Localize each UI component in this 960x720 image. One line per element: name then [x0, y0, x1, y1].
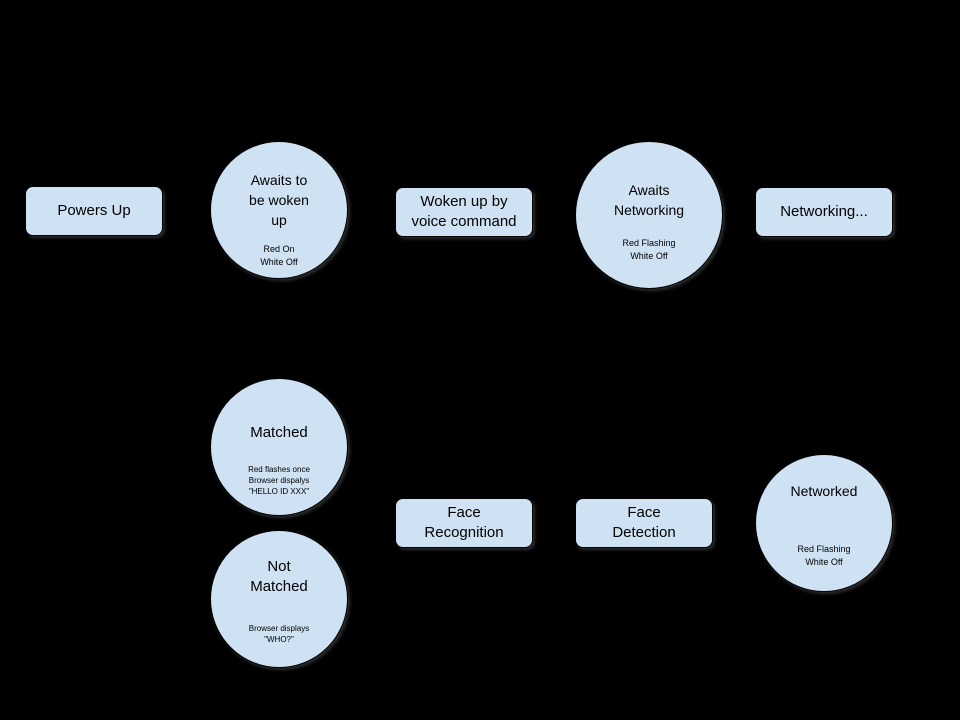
- node-not-matched-sublabel: Browser displays "WHO?": [248, 624, 310, 644]
- node-not-matched-label: Not Matched: [250, 558, 308, 595]
- node-woken-up-by-voice-command-label: Woken up by voice command: [411, 193, 517, 230]
- node-matched-label: Matched: [250, 424, 308, 441]
- node-awaits-to-be-woken-up-sublabel: Red On White Off: [260, 244, 298, 267]
- node-networked-label: Networked: [790, 483, 858, 499]
- node-networked: Networked Red Flashing White Off: [755, 454, 893, 592]
- node-not-matched: Not Matched Browser displays "WHO?": [210, 530, 348, 668]
- node-face-recognition: Face Recognition: [395, 498, 533, 548]
- node-networking-label: Networking...: [780, 203, 868, 220]
- node-face-recognition-label: Face Recognition: [424, 504, 504, 541]
- node-face-detection-label: Face Detection: [612, 504, 676, 541]
- node-powers-up: Powers Up: [25, 186, 163, 236]
- node-matched-sublabel: Red flashes once Browser dispalys "HELLO…: [248, 465, 310, 496]
- node-networked-sublabel: Red Flashing White Off: [797, 544, 851, 567]
- node-face-detection: Face Detection: [575, 498, 713, 548]
- node-awaits-networking: Awaits Networking Red Flashing White Off: [575, 141, 723, 289]
- node-awaits-to-be-woken-up-label: Awaits to be woken up: [249, 172, 309, 228]
- node-awaits-networking-sublabel: Red Flashing White Off: [622, 238, 676, 261]
- node-awaits-to-be-woken-up: Awaits to be woken up Red On White Off: [210, 141, 348, 279]
- node-powers-up-label: Powers Up: [57, 202, 131, 219]
- node-awaits-networking-label: Awaits Networking: [613, 182, 685, 218]
- node-matched: Matched Red flashes once Browser dispaly…: [210, 378, 348, 516]
- node-networking: Networking...: [755, 187, 893, 237]
- node-woken-up-by-voice-command: Woken up by voice command: [395, 187, 533, 237]
